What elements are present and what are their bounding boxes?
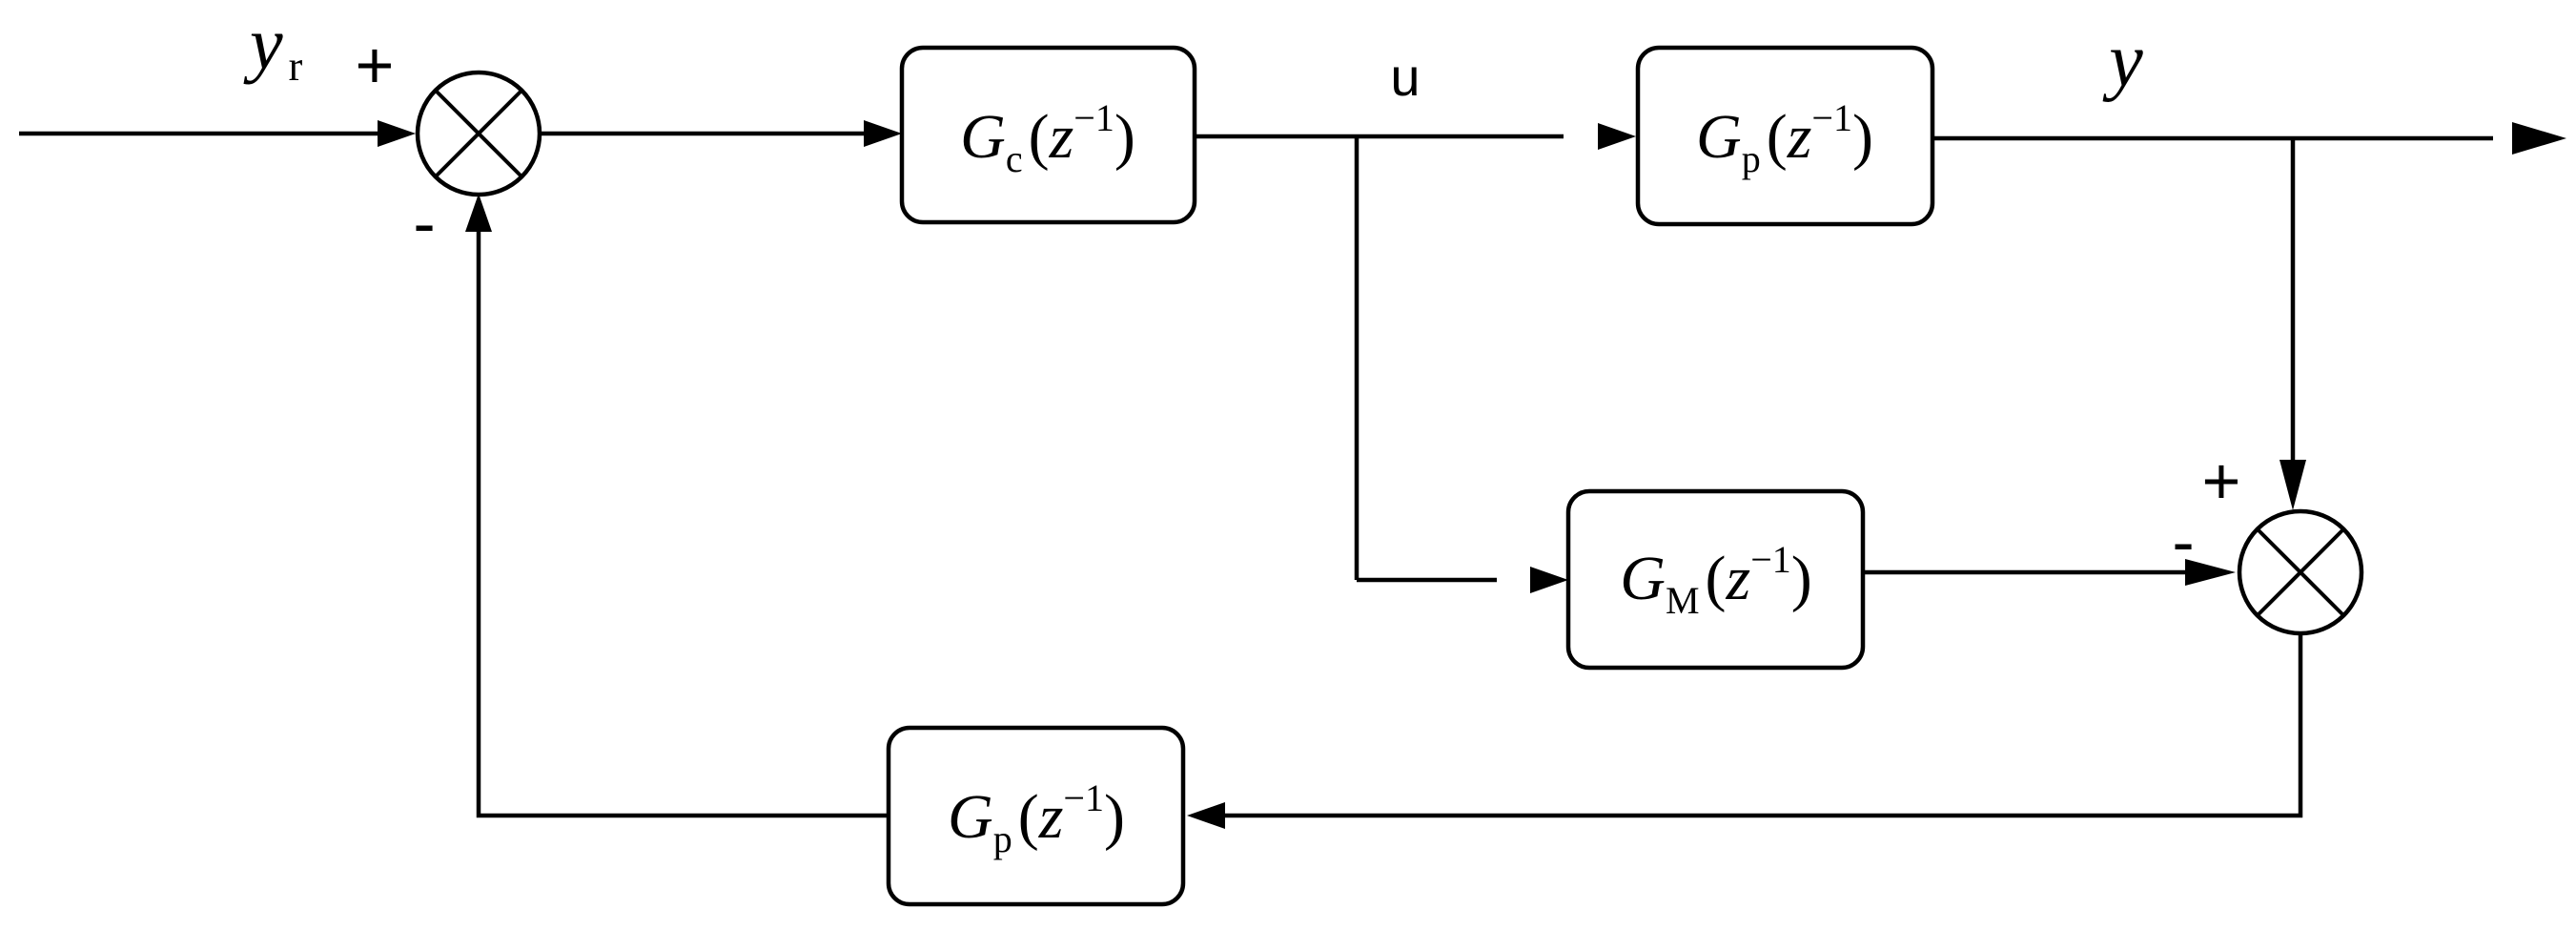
controller-exponent: −1 (1073, 96, 1114, 139)
arrowhead-sum2-top (2280, 460, 2306, 510)
sum2-minus-sign: - (2172, 505, 2194, 579)
reference-signal-subscript: r (289, 43, 303, 90)
controller-close-paren: ) (1114, 102, 1135, 172)
plant-var: z (1787, 102, 1812, 172)
controller-open-paren: ( (1029, 102, 1050, 172)
feedback-block: Gp(z−1) (886, 725, 1186, 907)
feedback-symbol: G (948, 782, 993, 852)
sum1-plus-sign: + (356, 28, 395, 102)
plant-block: Gp(z−1) (1635, 45, 1935, 227)
arrowhead-controller-input (864, 120, 902, 147)
arrowhead-sum1-input (378, 120, 416, 147)
arrowhead-sum2-left (2185, 559, 2236, 586)
sum1-minus-sign: - (413, 186, 435, 260)
svg-text:Gc(z−1): Gc(z−1) (960, 96, 1135, 180)
model-open-paren: ( (1706, 544, 1727, 613)
controller-block: Gc(z−1) (899, 45, 1197, 225)
control-signal-label: u (1390, 47, 1420, 107)
model-subscript: M (1666, 579, 1700, 622)
plant-open-paren: ( (1767, 102, 1788, 172)
feedback-exponent: −1 (1063, 776, 1104, 819)
output-signal-label: y (2102, 19, 2143, 103)
arrowhead-sum1-bottom (465, 194, 492, 232)
arrowhead-plant-input (1598, 123, 1636, 150)
reference-signal-base: y (243, 2, 283, 85)
sum2-to-feedback-line (1225, 634, 2303, 818)
arrowhead-feedback-input (1187, 802, 1225, 829)
feedback-subscript: p (993, 817, 1012, 860)
summing-junction-1 (415, 70, 542, 197)
model-close-paren: ) (1791, 544, 1812, 613)
svg-text:Gp(z−1): Gp(z−1) (948, 776, 1125, 860)
summing-junction-2 (2237, 508, 2364, 636)
sum2-plus-sign: + (2202, 444, 2241, 518)
arrowhead-output (2512, 122, 2566, 155)
model-block: GM(z−1) (1565, 488, 1866, 671)
model-symbol: G (1620, 544, 1666, 613)
controller-symbol: G (960, 102, 1006, 172)
feedback-var: z (1038, 782, 1064, 852)
controller-var: z (1049, 102, 1074, 172)
plant-close-paren: ) (1852, 102, 1873, 172)
arrowhead-model-input (1530, 567, 1568, 593)
svg-text:Gp(z−1): Gp(z−1) (1696, 96, 1873, 180)
plant-symbol: G (1696, 102, 1742, 172)
controller-subscript: c (1006, 137, 1023, 180)
feedback-close-paren: ) (1104, 782, 1125, 852)
model-var: z (1726, 544, 1751, 613)
plant-subscript: p (1742, 137, 1761, 180)
plant-exponent: −1 (1811, 96, 1852, 139)
feedback-open-paren: ( (1018, 782, 1039, 852)
svg-text:GM(z−1): GM(z−1) (1620, 538, 1811, 622)
feedback-to-sum1-line (476, 232, 889, 818)
model-exponent: −1 (1750, 538, 1791, 581)
